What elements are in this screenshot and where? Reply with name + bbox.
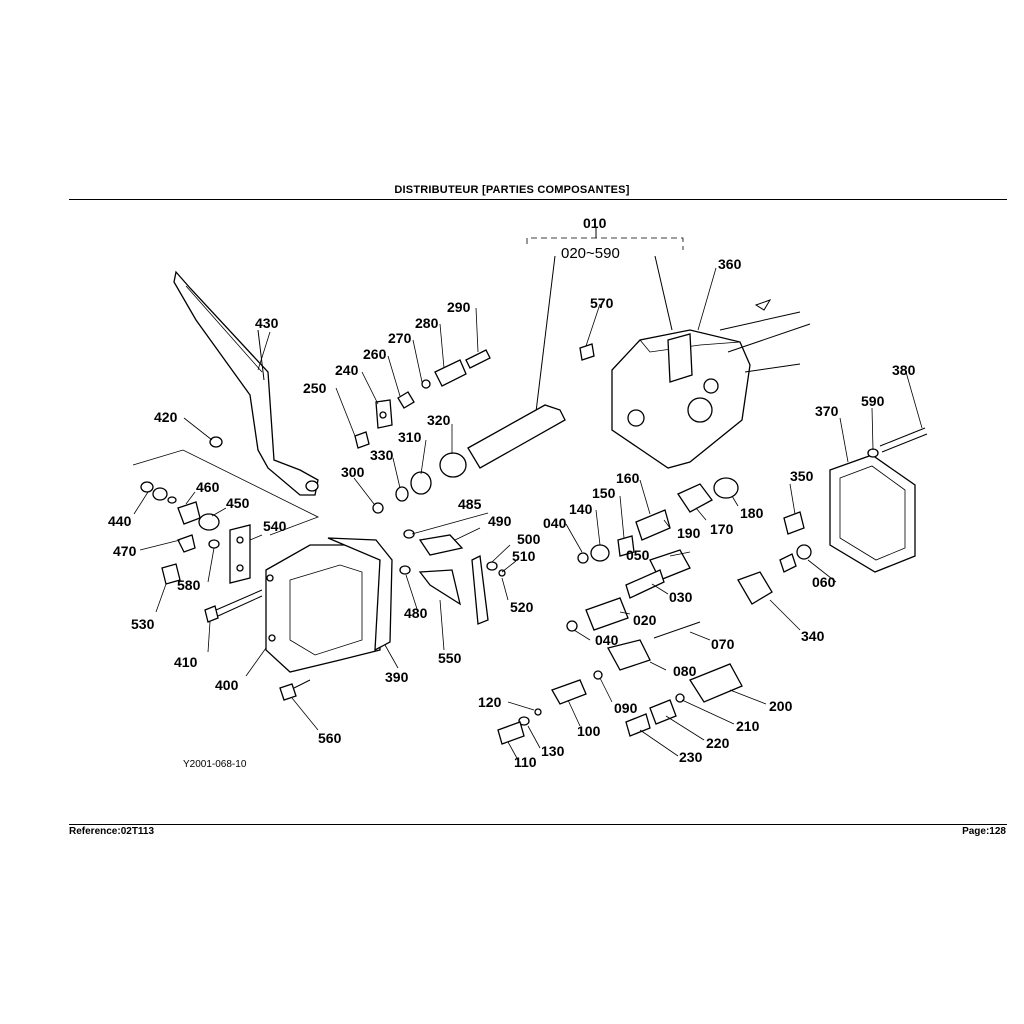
part-label-300: 300	[341, 464, 365, 480]
part-label-110: 110	[514, 754, 537, 770]
part-label-485: 485	[458, 496, 482, 512]
part-label-570: 570	[590, 295, 614, 311]
part-label-250: 250	[303, 380, 327, 396]
part-label-540: 540	[263, 518, 287, 534]
part-label-200: 200	[769, 698, 793, 714]
part-label-120: 120	[478, 694, 502, 710]
part-label-050: 050	[626, 547, 650, 563]
reference-number: Reference:02T113	[69, 826, 155, 837]
part-label-370: 370	[815, 403, 839, 419]
part-label-230: 230	[679, 749, 703, 765]
part-label-320: 320	[427, 412, 451, 428]
part-label-460: 460	[196, 479, 220, 495]
part-label-530: 530	[131, 616, 155, 632]
group-label: 010	[583, 215, 607, 231]
part-label-590: 590	[861, 393, 885, 409]
part-label-220: 220	[706, 735, 730, 751]
part-label-390: 390	[385, 669, 409, 685]
part-label-040-upper: 040	[543, 515, 567, 531]
part-label-450: 450	[226, 495, 250, 511]
range-label: 020~590	[561, 245, 620, 262]
part-label-030: 030	[669, 589, 693, 605]
footer-rule	[69, 824, 1007, 825]
header-rule	[69, 199, 1007, 200]
part-label-340: 340	[801, 628, 825, 644]
part-label-080: 080	[673, 663, 697, 679]
part-label-360: 360	[718, 256, 742, 272]
part-label-470: 470	[113, 543, 137, 559]
drawing-artwork	[132, 228, 928, 761]
leader-lines	[133, 267, 923, 761]
figure-code: Y2001-068-10	[183, 759, 247, 770]
part-label-240: 240	[335, 362, 359, 378]
part-label-090: 090	[614, 700, 638, 716]
part-label-270: 270	[388, 330, 412, 346]
part-label-310: 310	[398, 429, 422, 445]
part-label-440: 440	[108, 513, 132, 529]
part-label-170: 170	[710, 521, 734, 537]
part-label-180: 180	[740, 505, 764, 521]
part-label-580: 580	[177, 577, 201, 593]
part-label-280: 280	[415, 315, 439, 331]
part-label-510: 510	[512, 548, 536, 564]
part-label-060: 060	[812, 574, 836, 590]
part-label-500: 500	[517, 531, 541, 547]
part-label-520: 520	[510, 599, 534, 615]
part-label-550: 550	[438, 650, 462, 666]
part-label-290: 290	[447, 299, 471, 315]
part-label-350: 350	[790, 468, 814, 484]
part-label-400: 400	[215, 677, 239, 693]
part-label-130: 130	[541, 743, 565, 759]
part-label-150: 150	[592, 485, 616, 501]
part-label-490: 490	[488, 513, 512, 529]
part-label-480: 480	[404, 605, 428, 621]
part-label-160: 160	[616, 470, 640, 486]
part-label-140: 140	[569, 501, 593, 517]
part-label-380: 380	[892, 362, 916, 378]
page-title: DISTRIBUTEUR [PARTIES COMPOSANTES]	[394, 184, 630, 196]
part-label-210: 210	[736, 718, 760, 734]
part-label-190: 190	[677, 525, 701, 541]
part-label-330: 330	[370, 447, 394, 463]
part-callouts: 020 030 040 040 050 060 070 080 090 100 …	[108, 256, 916, 770]
part-label-560: 560	[318, 730, 342, 746]
part-label-040-lower: 040	[595, 632, 619, 648]
part-label-070: 070	[711, 636, 735, 652]
page-number: Page:128	[962, 826, 1006, 837]
part-label-410: 410	[174, 654, 198, 670]
part-label-420: 420	[154, 409, 178, 425]
part-label-430: 430	[255, 315, 279, 331]
part-label-100: 100	[577, 723, 601, 739]
part-label-020: 020	[633, 612, 657, 628]
part-label-260: 260	[363, 346, 387, 362]
